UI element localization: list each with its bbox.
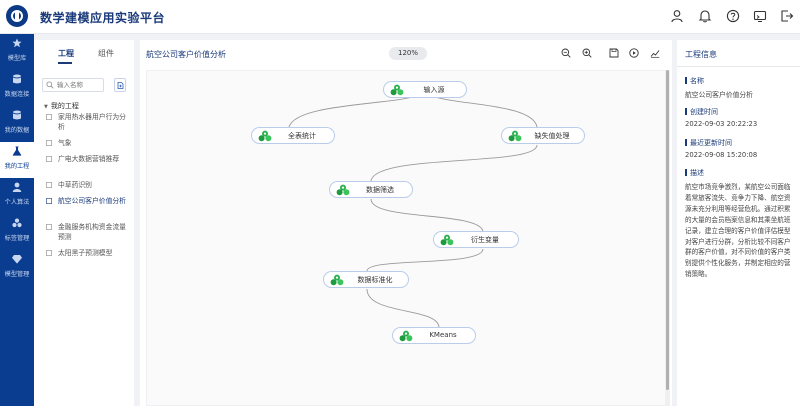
node-component-icon — [336, 184, 350, 196]
node-component-icon — [440, 234, 454, 246]
nav-item-my-projects[interactable]: 我的工程 — [0, 142, 34, 178]
updated-value: 2022-09-08 15:20:08 — [685, 151, 758, 159]
node-derived-variable[interactable]: 衍生变量 — [433, 231, 519, 248]
user-icon[interactable] — [670, 9, 684, 23]
created-label: 创建时间 — [685, 107, 718, 117]
description-text: 航空市场竞争激烈，某航空公司面临着常旅客流失、竞争力下降、航空资源未充分利用等经… — [685, 183, 791, 279]
tree-item[interactable]: 中草药识别 — [46, 180, 130, 190]
help-icon[interactable] — [726, 9, 740, 23]
active-tab-indicator — [58, 62, 72, 64]
search-input[interactable] — [42, 78, 104, 92]
database-icon — [13, 110, 21, 120]
node-table-statistics[interactable]: 全表统计 — [251, 127, 335, 144]
main-nav: 模型库 数据连接 我的数据 我的工程 个人算法 标签管理 模型管理 — [0, 34, 34, 406]
screen-icon[interactable] — [753, 9, 767, 23]
diamond-icon — [12, 255, 22, 264]
tree-item-selected[interactable]: 航空公司客户价值分析 — [46, 196, 130, 206]
search-icon — [46, 81, 54, 89]
zoom-level[interactable]: 120% — [389, 47, 427, 60]
add-file-icon — [117, 82, 124, 89]
nav-item-model-library[interactable]: 模型库 — [0, 34, 34, 70]
project-info-panel: 工程信息 名称 航空公司客户价值分析 创建时间 2022-09-03 20:22… — [677, 40, 800, 406]
caret-down-icon: ▼ — [44, 104, 48, 110]
tree-item[interactable]: 家用热水器用户行为分析 — [46, 112, 130, 132]
project-tree-panel: 工程 组件 ▼我的工程 家用热水器用户行为分析 气象 广电大数据营销推荐 中草药… — [34, 40, 134, 406]
nav-item-model-management[interactable]: 模型管理 — [0, 250, 34, 286]
node-component-icon — [508, 130, 522, 142]
nav-item-my-data[interactable]: 我的数据 — [0, 106, 34, 142]
updated-label: 最近更新时间 — [685, 138, 732, 148]
app-title: 数学建模应用实验平台 — [40, 11, 166, 25]
chart-icon[interactable] — [650, 48, 660, 58]
tree-item[interactable]: 金融服务机构资金流量预测 — [46, 222, 130, 242]
zoom-in-icon[interactable] — [582, 48, 592, 58]
save-icon[interactable] — [609, 48, 619, 58]
name-label: 名称 — [685, 76, 704, 86]
node-missing-value[interactable]: 缺失值处理 — [501, 127, 585, 144]
node-kmeans[interactable]: KMeans — [392, 327, 476, 344]
file-icon — [46, 198, 52, 204]
tree-item[interactable]: 气象 — [46, 138, 130, 148]
tab-components[interactable]: 组件 — [98, 49, 114, 58]
node-data-normalize[interactable]: 数据标准化 — [323, 271, 409, 288]
app-logo — [6, 5, 28, 27]
file-icon — [46, 156, 52, 162]
project-title: 航空公司客户价值分析 — [146, 50, 226, 59]
panel-tabs: 工程 组件 — [34, 40, 134, 68]
file-icon — [46, 182, 52, 188]
tree-item[interactable]: 广电大数据营销推荐 — [46, 154, 130, 164]
file-icon — [46, 140, 52, 146]
nav-item-personal-algorithm[interactable]: 个人算法 — [0, 178, 34, 214]
nav-item-tag-management[interactable]: 标签管理 — [0, 214, 34, 250]
divider — [677, 66, 800, 67]
node-component-icon — [399, 330, 413, 342]
flask-icon — [12, 146, 22, 156]
description-label: 描述 — [685, 168, 704, 178]
node-component-icon — [390, 84, 404, 96]
bell-icon[interactable] — [698, 9, 712, 23]
logout-icon[interactable] — [780, 9, 794, 23]
add-project-button[interactable] — [114, 78, 126, 92]
tree-item[interactable]: 太阳黑子预测模型 — [46, 248, 130, 258]
workflow-editor: 航空公司客户价值分析 120% 输入源 全表统计 — [140, 40, 672, 406]
canvas-scroll-thumb[interactable] — [666, 70, 669, 390]
file-icon — [46, 114, 52, 120]
zoom-out-icon[interactable] — [561, 48, 571, 58]
database-icon — [13, 74, 21, 84]
file-icon — [46, 224, 52, 230]
user-icon — [12, 182, 22, 192]
node-input-source[interactable]: 输入源 — [383, 81, 467, 98]
run-icon[interactable] — [629, 48, 639, 58]
info-title: 工程信息 — [685, 50, 717, 59]
file-icon — [46, 250, 52, 256]
created-value: 2022-09-03 20:22:23 — [685, 120, 758, 128]
node-component-icon — [258, 130, 272, 142]
node-data-filter[interactable]: 数据筛选 — [329, 181, 413, 198]
node-component-icon — [330, 274, 344, 286]
tags-icon — [12, 218, 22, 228]
star-icon — [12, 38, 22, 48]
nav-item-data-connection[interactable]: 数据连接 — [0, 70, 34, 106]
workflow-canvas[interactable]: 输入源 全表统计 缺失值处理 数据筛选 衍生变量 数据标准化 KMeans — [146, 70, 668, 406]
workflow-edges — [288, 88, 538, 328]
tree-root[interactable]: ▼我的工程 — [44, 102, 79, 110]
name-value: 航空公司客户价值分析 — [685, 91, 753, 99]
app-header: 数学建模应用实验平台 — [0, 0, 800, 34]
tab-projects[interactable]: 工程 — [58, 49, 74, 58]
